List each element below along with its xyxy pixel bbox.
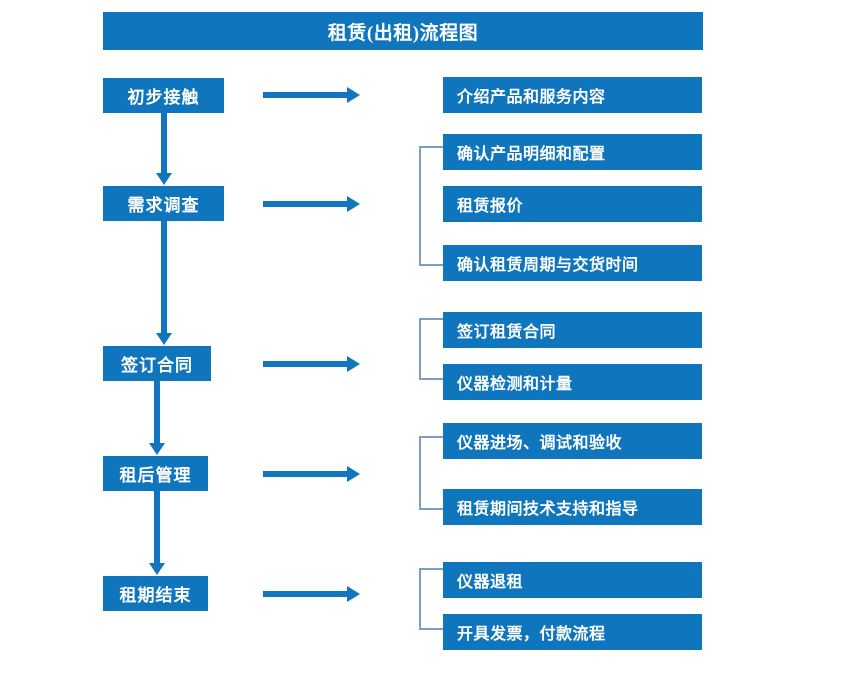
right-arrow-icon-3 (263, 355, 361, 373)
detail-box-确认租赁周期与交货时间[interactable]: 确认租赁周期与交货时间 (443, 245, 702, 281)
group-bracket-签订合同 (418, 318, 443, 380)
detail-box-租赁报价[interactable]: 租赁报价 (443, 186, 702, 222)
detail-box-仪器检测和计量[interactable]: 仪器检测和计量 (443, 364, 702, 400)
detail-box-介绍产品和服务内容[interactable]: 介绍产品和服务内容 (443, 77, 702, 113)
stage-box-租期结束[interactable]: 租期结束 (103, 576, 208, 611)
detail-box-租赁期间技术支持和指导[interactable]: 租赁期间技术支持和指导 (443, 489, 702, 525)
right-arrow-icon-4 (263, 465, 361, 483)
right-arrow-icon-1 (263, 86, 361, 104)
down-arrow-icon-4 (148, 491, 166, 576)
detail-box-确认产品明细和配置[interactable]: 确认产品明细和配置 (443, 134, 702, 170)
stage-box-签订合同[interactable]: 签订合同 (103, 346, 211, 381)
stage-box-初步接触[interactable]: 初步接触 (103, 78, 224, 113)
stage-box-租后管理[interactable]: 租后管理 (103, 456, 208, 491)
detail-box-仪器退租[interactable]: 仪器退租 (443, 562, 702, 598)
stage-box-需求调查[interactable]: 需求调查 (103, 186, 224, 221)
group-bracket-租后管理 (418, 436, 443, 510)
down-arrow-icon-1 (155, 113, 173, 186)
right-arrow-icon-5 (263, 585, 361, 603)
group-bracket-需求调查 (418, 146, 443, 266)
page-title: 租赁(出租)流程图 (103, 12, 703, 50)
group-bracket-租期结束 (418, 568, 443, 630)
detail-box-仪器进场调试和验收[interactable]: 仪器进场、调试和验收 (443, 423, 702, 459)
detail-box-签订租赁合同[interactable]: 签订租赁合同 (443, 312, 702, 348)
down-arrow-icon-2 (155, 221, 173, 346)
right-arrow-icon-2 (263, 195, 361, 213)
down-arrow-icon-3 (148, 381, 166, 456)
detail-box-开具发票付款流程[interactable]: 开具发票，付款流程 (443, 614, 702, 650)
